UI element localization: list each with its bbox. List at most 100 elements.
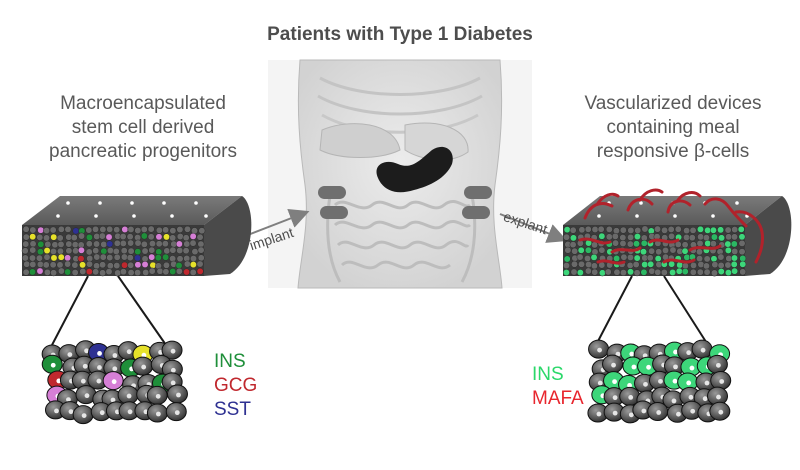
implant-site-capsule xyxy=(320,206,348,219)
left-caption-line-1: Macroencapsulated xyxy=(60,93,226,114)
device-cell xyxy=(106,247,114,255)
device-cell xyxy=(597,225,605,233)
device-cell xyxy=(717,226,725,234)
device-cell xyxy=(590,262,598,270)
device-cell xyxy=(29,233,37,241)
device-pore xyxy=(597,214,601,218)
torso-illustration xyxy=(268,59,532,289)
device-cell xyxy=(114,269,122,277)
device-cell xyxy=(646,254,654,262)
right-caption: Vascularized devices containing meal res… xyxy=(548,92,798,164)
device-cell xyxy=(683,227,691,235)
device-cell xyxy=(29,240,37,248)
device-cell xyxy=(176,226,184,233)
cell-nucleus xyxy=(112,366,118,372)
device-cell xyxy=(598,269,606,277)
device-cell xyxy=(724,261,732,269)
device-cell xyxy=(126,233,134,241)
legend-ins: INS xyxy=(214,351,246,372)
device-cell xyxy=(724,269,732,277)
device-cell xyxy=(72,227,80,235)
device-cell xyxy=(79,268,87,275)
blood-vessels xyxy=(578,188,764,265)
device-cell xyxy=(191,227,198,235)
cell-nucleus xyxy=(672,378,678,384)
device-cell xyxy=(738,233,746,241)
device-cell xyxy=(77,246,85,254)
device-cell xyxy=(696,268,704,276)
left-zoom-line xyxy=(117,275,167,346)
device-cell xyxy=(702,234,710,242)
device-cell xyxy=(77,255,85,263)
device-cell xyxy=(598,246,606,254)
device-cell xyxy=(654,268,662,276)
cell-nucleus xyxy=(99,410,105,416)
device-pore xyxy=(170,214,174,218)
cell-nucleus xyxy=(126,349,132,355)
device-cell xyxy=(183,260,191,268)
device-cell xyxy=(65,247,73,255)
device-pore xyxy=(735,201,739,205)
device-cell xyxy=(72,247,80,255)
device-cell xyxy=(140,225,148,233)
device-cell xyxy=(563,262,570,269)
device-cell xyxy=(197,240,205,248)
device-cell xyxy=(184,225,191,233)
pancreas-organ xyxy=(376,146,453,193)
cell-nucleus xyxy=(597,347,602,353)
device-cell xyxy=(121,261,129,269)
device-cell xyxy=(57,247,64,255)
device-cell xyxy=(93,240,101,248)
device-cell xyxy=(578,226,586,234)
device-cell xyxy=(85,240,93,248)
cell-nucleus xyxy=(686,380,692,386)
device-cell xyxy=(155,233,163,241)
cell-nucleus xyxy=(170,380,176,386)
device-cell xyxy=(163,247,171,255)
device-cell xyxy=(113,239,121,247)
cell-nucleus xyxy=(96,378,102,384)
device-cell xyxy=(22,268,30,276)
device-cell xyxy=(697,233,705,241)
left-caption-line-3: pancreatic progenitors xyxy=(49,141,237,162)
cell-nucleus xyxy=(673,349,678,355)
device-cell xyxy=(113,253,121,261)
device-cell xyxy=(71,269,79,276)
device-cell xyxy=(689,226,697,234)
device-cell xyxy=(154,254,162,262)
device-cell xyxy=(65,240,73,248)
device-cell xyxy=(162,226,170,234)
device-cell xyxy=(570,268,578,276)
cell-nucleus xyxy=(67,352,73,358)
explant-site-capsule xyxy=(462,206,490,219)
right-device-top xyxy=(563,196,782,225)
device-cell xyxy=(717,268,725,275)
device-cell xyxy=(50,248,57,255)
device-cell xyxy=(189,232,197,240)
device-cell xyxy=(662,247,669,254)
device-cell xyxy=(43,268,51,276)
device-cell xyxy=(119,268,127,276)
device-cell xyxy=(134,254,141,262)
device-cell xyxy=(717,253,725,261)
device-cell xyxy=(640,239,648,247)
device-cell xyxy=(563,255,571,263)
liver-organ xyxy=(319,123,401,158)
cell-nucleus xyxy=(718,409,724,415)
device-cell xyxy=(627,268,634,276)
device-cell xyxy=(576,269,584,277)
device-cell xyxy=(105,233,113,241)
device-cell xyxy=(99,226,107,233)
cell-nucleus xyxy=(68,409,74,415)
device-cell xyxy=(106,240,114,248)
device-cell xyxy=(739,260,747,268)
device-cell xyxy=(155,240,163,248)
device-cell xyxy=(42,261,50,269)
device-cell xyxy=(190,255,197,263)
device-cell xyxy=(739,254,747,262)
device-cell xyxy=(570,234,577,242)
device-cell xyxy=(634,227,642,234)
device-cell xyxy=(156,267,164,275)
device-cell xyxy=(79,261,87,269)
right-marker-legend: INS MAFA xyxy=(532,363,584,411)
